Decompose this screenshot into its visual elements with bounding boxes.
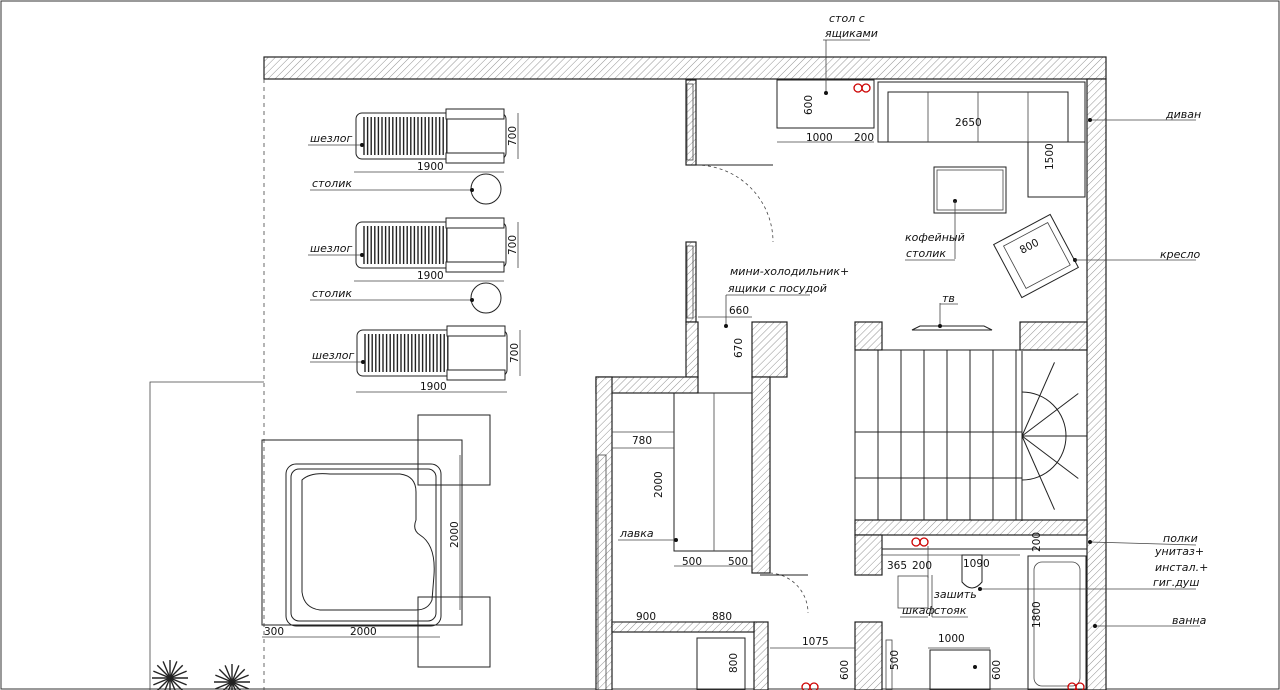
label-coffee-line1: кофейный [905,231,965,244]
desk [776,79,875,129]
label-desk-line2: ящиками [825,27,878,40]
label-shelves: полки [1163,532,1198,545]
dim-1075: 1075 [802,636,829,648]
side-table-1 [470,173,502,205]
dim-880: 880 [712,611,732,623]
dim-1000-b: 1000 [938,633,965,645]
label-coffee-line2: столик [906,247,946,260]
armchair [992,213,1080,299]
coffee-table [933,166,1007,214]
sauna [612,392,753,552]
label-fridge-line1: мини-холодильник+ [730,265,849,278]
bathroom [881,534,1088,690]
dim-2000-b: 2000 [449,521,461,548]
label-bench: лавка [619,527,654,540]
hot-tub [261,414,491,668]
label-table-2: столик [312,287,352,300]
dim-600-c: 600 [991,660,1003,680]
label-toilet-line1: унитаз+ [1154,545,1204,558]
dim-2000-c: 2000 [350,626,377,638]
dim-300: 300 [264,626,284,638]
dim-780: 780 [632,435,652,447]
dim-660: 660 [729,305,749,317]
dim-500-c: 500 [889,650,901,670]
dim-200-c: 200 [1031,532,1043,552]
dim-365: 365 [887,560,907,572]
label-desk-line1: стол с [829,12,865,25]
dim-2000-a: 2000 [653,471,665,498]
dim-200-b: 200 [912,560,932,572]
lounger-3 [356,329,508,377]
dim-1900-a: 1900 [417,161,444,173]
dim-1900-c: 1900 [420,381,447,393]
label-stoyak-line1: зашить [934,588,977,601]
tv [911,325,993,331]
dim-2650: 2650 [955,117,982,129]
walls [263,56,1107,690]
toilet [961,554,983,589]
label-tv: тв [942,292,955,305]
dim-500-b: 500 [728,556,748,568]
plant-icon [152,660,250,690]
sofa [877,81,1086,198]
dim-1900-b: 1900 [417,270,444,282]
sink [929,649,991,690]
dim-700-c: 700 [509,343,521,363]
dim-800-b: 800 [728,653,740,673]
label-lounger-3: шезлог [312,349,354,362]
dim-700-b: 700 [507,235,519,255]
label-lounger-1: шезлог [310,132,352,145]
dim-800-a: 800 [1018,237,1041,257]
dim-500-a: 500 [682,556,702,568]
dim-600-b: 600 [839,660,851,680]
dim-1800: 1800 [1031,601,1043,628]
label-bath: ванна [1172,614,1207,627]
staircase [854,349,1088,521]
dim-900: 900 [636,611,656,623]
dim-600-a: 600 [803,95,815,115]
label-toilet-line3: гиг.душ [1153,576,1199,589]
lounger-2 [355,221,507,269]
dim-1090: 1090 [963,558,990,570]
dim-670: 670 [733,338,745,358]
bathtub [1027,555,1087,690]
label-toilet-line2: инстал.+ [1155,561,1208,574]
dim-700-a: 700 [507,126,519,146]
dim-1000-a: 1000 [806,132,833,144]
label-armchair: кресло [1160,248,1200,261]
side-table-2 [470,282,502,314]
label-lounger-2: шезлог [310,242,352,255]
label-stoyak-line2: стояк [934,604,967,617]
lounger-1 [355,112,507,160]
label-sofa: диван [1165,108,1201,121]
dim-200-a: 200 [854,132,874,144]
label-table-1: столик [312,177,352,190]
label-wardrobe: шкаф [902,604,935,617]
dim-1500: 1500 [1044,143,1056,170]
label-fridge-line2: ящики с посудой [728,282,827,295]
